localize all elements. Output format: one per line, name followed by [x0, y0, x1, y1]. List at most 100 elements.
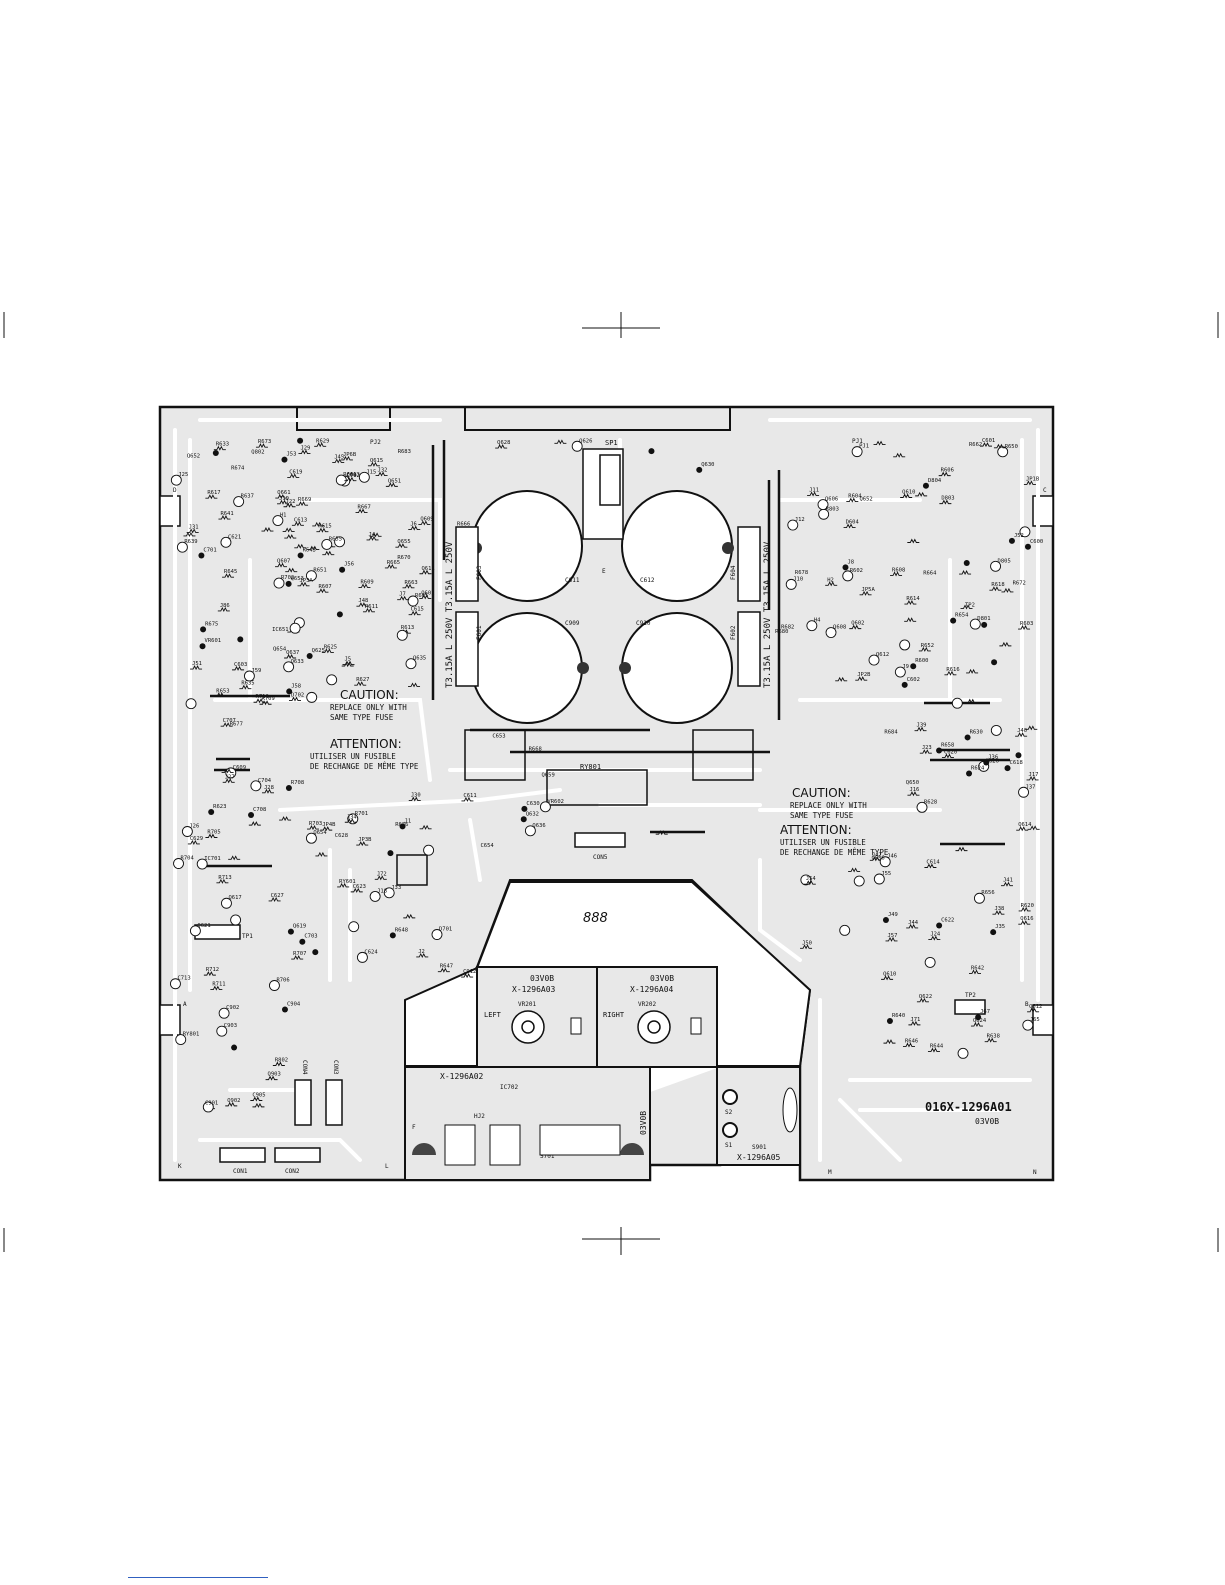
resistor-symbol — [259, 700, 272, 706]
component-label: R705 — [207, 829, 220, 835]
component-label: J32 — [378, 468, 388, 474]
resistor-symbol — [395, 543, 408, 549]
component-label: R628 — [924, 799, 937, 805]
component-label: C628 — [335, 833, 348, 839]
component-label: J11 — [809, 487, 819, 493]
resistor-symbol — [216, 878, 229, 884]
resistor-symbol — [966, 668, 979, 674]
caution-line2-left: SAME TYPE FUSE — [330, 713, 394, 722]
component-label: J41 — [1003, 878, 1013, 884]
resistor-symbol — [807, 491, 820, 497]
component-label: R802 — [275, 1057, 288, 1063]
warning-right: CAUTION: REPLACE ONLY WITH SAME TYPE FUS… — [780, 786, 889, 857]
component-label: R608 — [892, 567, 905, 573]
transistor-outline — [423, 844, 435, 856]
component-label: Q617 — [228, 895, 241, 901]
resistor-symbol — [408, 796, 421, 802]
transistor-outline — [407, 595, 419, 607]
component-label: J19 — [279, 496, 289, 502]
corner-letter-k: K — [178, 1163, 182, 1170]
component-label: R654 — [955, 613, 969, 619]
resistor-symbol — [885, 936, 898, 942]
resistor-symbol — [928, 935, 941, 941]
resistor-symbol — [999, 641, 1012, 647]
component-label: C601 — [982, 438, 995, 444]
resistor-symbol — [296, 501, 309, 507]
component-label: R711 — [212, 982, 225, 988]
caution-title-right: CAUTION: — [792, 786, 851, 800]
resistor-symbol — [907, 791, 920, 797]
speaker-label-sp1: SP1 — [605, 439, 618, 447]
transistor-outline — [289, 622, 301, 634]
board-mark: 03V0B — [975, 1117, 999, 1126]
component-label: Q611 — [421, 566, 434, 572]
resistor-symbol — [461, 973, 474, 979]
component-label: C615 — [411, 607, 424, 613]
component-label: Q652 — [859, 496, 872, 502]
component-label: C629 — [190, 836, 203, 842]
resistor-symbol — [959, 570, 972, 576]
resistor-symbol — [979, 442, 992, 448]
transistor-outline — [405, 658, 417, 670]
component-label: Q621 — [197, 923, 210, 929]
component-label: R624 — [971, 766, 985, 772]
component-label: D701 — [439, 926, 452, 932]
solder-pad — [520, 816, 527, 823]
component-labels: JP3AJP6BC702C701R702R653C603R655R617R639… — [177, 438, 1043, 1107]
component-label: R635 — [241, 681, 254, 687]
solder-pad — [991, 659, 998, 666]
transistor-outline — [853, 875, 865, 887]
solder-pad — [1004, 765, 1011, 772]
component-label: J25 — [178, 472, 188, 478]
component-label: J1 — [405, 818, 412, 824]
component-label: C703 — [304, 934, 317, 940]
solder-pad — [281, 1006, 288, 1013]
component-label: Q625 — [312, 648, 325, 654]
component-label: C902 — [226, 1005, 239, 1011]
transistor-outline — [321, 539, 333, 550]
resistor-symbol — [279, 816, 292, 822]
component-label: R613 — [401, 625, 414, 631]
transistor-outline — [250, 780, 262, 792]
resistor-symbol — [955, 846, 968, 852]
transistor-outline — [785, 578, 797, 590]
resistor-symbol — [906, 923, 919, 929]
resistor-symbol — [356, 602, 369, 608]
right-pot-label: RIGHT — [603, 1011, 625, 1019]
resistor-symbol — [306, 825, 319, 831]
resistor-symbol — [883, 1039, 896, 1045]
transistor-outline — [787, 519, 799, 531]
component-label: R616 — [946, 667, 959, 673]
transistor-outline — [951, 697, 963, 709]
solder-pad — [922, 482, 929, 489]
component-label: J57 — [888, 933, 898, 939]
resistor-symbol — [1027, 1007, 1040, 1013]
transistor-outline — [1022, 1019, 1034, 1031]
component-label: R668 — [529, 746, 542, 752]
resistor-symbol — [915, 491, 928, 497]
resistor-symbol — [965, 698, 978, 704]
solder-pad — [286, 688, 293, 695]
component-label: C904 — [287, 1002, 301, 1008]
component-label: JP2B — [857, 672, 871, 678]
jack-pj1: PJ1 — [852, 438, 863, 445]
bottom-board-id: X-1296A02 — [440, 1072, 484, 1081]
component-label: J18 — [377, 888, 387, 894]
solder-pad — [237, 636, 244, 643]
component-label: C611 — [463, 793, 476, 799]
transistor-outline — [305, 570, 317, 582]
resistor-symbol — [927, 1047, 940, 1053]
resistor-symbol — [183, 531, 196, 537]
solder-pad — [936, 747, 943, 754]
connector-con1: CON1 — [233, 1168, 248, 1175]
component-label: Q654 — [273, 647, 287, 653]
resistor-symbol — [356, 841, 369, 847]
corner-letter-d: D — [173, 487, 177, 494]
corner-letter-m: M — [828, 1169, 832, 1176]
component-label: D702 — [291, 693, 304, 699]
label-c611: C611 — [565, 577, 580, 584]
component-label: JP1B — [1026, 476, 1040, 482]
component-label: R803 — [826, 506, 839, 512]
transistor-outline — [396, 629, 408, 641]
component-label: R604 — [848, 494, 862, 500]
